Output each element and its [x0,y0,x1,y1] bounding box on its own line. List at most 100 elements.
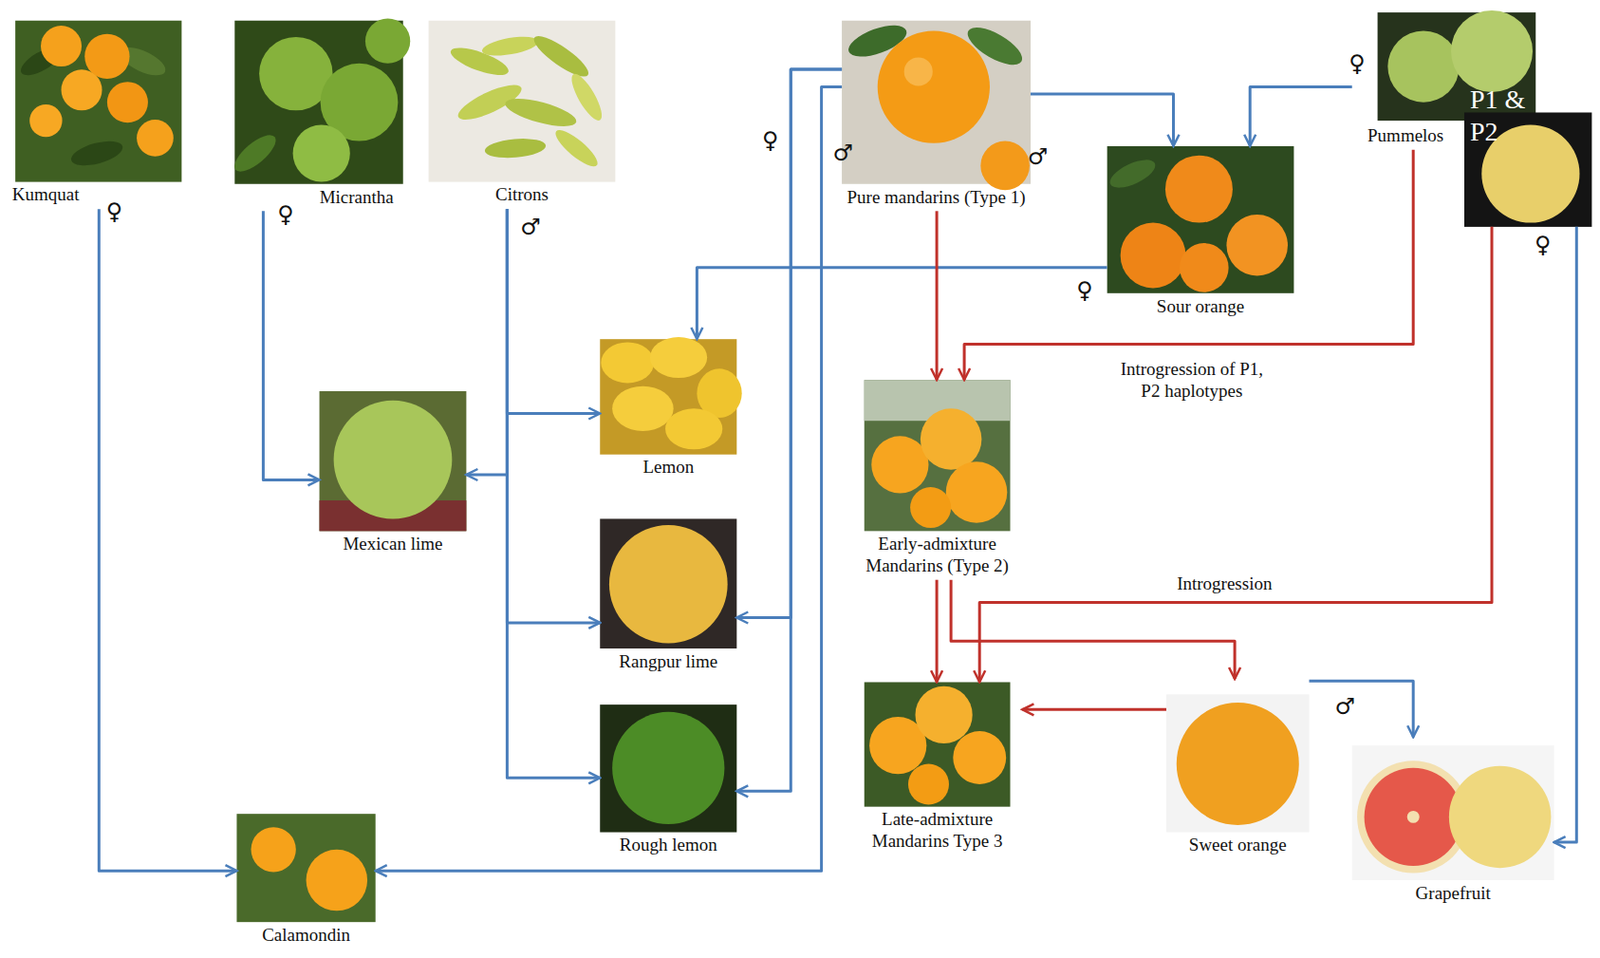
sex-symbol: ♂ [1027,145,1049,168]
sweet-orange-photo-shape [1166,693,1310,832]
fruit-name: Pure mandarins (Type 1) [841,186,1031,209]
sex-symbol: ♂ [832,141,854,165]
calamondin-photo-shape [251,826,297,872]
mandarin-photo-shape [980,141,1030,191]
late-mandarin-photo-shape [952,730,1006,784]
fruit-node: Grapefruit [1352,736,1555,907]
citron-photo-shape [428,20,616,183]
late-mandarin-photo-shape [915,686,973,744]
mandarin-photo-shape [877,30,990,143]
citron-photo-shape [529,30,594,83]
sex-symbol: ♀ [277,203,295,226]
lemon-photo [599,336,742,455]
rangpur-photo-shape [609,524,728,644]
parentage-arrow [1030,93,1174,147]
early-mandarin-photo-shape [864,379,1011,531]
fruit-name: Sour orange [1107,296,1295,318]
photo-overlay-node: P1 & P2 [1464,81,1592,227]
fruit-name: Micrantha [234,186,403,209]
citron-photo-shape [480,33,540,59]
grapefruit-photo-shape [1364,767,1463,866]
kumquat-photo-shape [84,34,130,79]
fruit-name: Grapefruit [1352,882,1555,905]
fruit-node: Early-admixture Mandarins (Type 2) [852,379,1024,580]
sex-symbol: ♀ [1534,233,1552,257]
fruit-node: Pure mandarins (Type 1) [841,20,1031,212]
grapefruit-photo [1352,744,1555,880]
parentage-arrow [696,267,1107,339]
rangpur-photo [599,518,737,649]
mexican-lime-photo-shape [334,400,453,520]
fruit-node: Pummelos [1352,12,1460,150]
micrantha-photo-shape [293,124,351,182]
sour-orange-photo-shape [1179,242,1229,293]
fruit-name: Kumquat [10,184,185,206]
sex-symbol: ♀ [106,200,124,224]
fruit-name: Sweet orange [1166,834,1310,856]
parentage-arrow [465,208,507,475]
grapefruit-photo-shape [1352,744,1555,880]
rough-lemon-photo-shape [612,711,725,824]
citron-photo-shape [566,70,608,125]
parentage-arrow [1249,86,1353,146]
sex-symbol: ♂ [1334,694,1356,718]
kumquat-photo [15,20,182,183]
parentage-arrow [736,69,842,791]
late-mandarin-photo-shape [864,681,1011,806]
rough-lemon-photo-shape [599,704,737,832]
pummelo-photo-shape [1387,30,1459,102]
introgression-arrow [964,149,1414,380]
parentage-arrow [1309,680,1414,737]
early-mandarin-photo [864,379,1011,531]
fruit-node: Sour orange [1107,146,1295,321]
sex-symbol: ♀ [1348,52,1366,75]
fruit-node: Citrons [428,20,616,210]
sweet-orange-photo [1166,693,1310,832]
fruit-name: Rough lemon [599,834,737,856]
mexican-lime-photo [319,390,467,531]
fruit-name: Lemon [599,456,737,479]
introgression-arrow [1022,707,1167,711]
early-mandarin-photo-shape [920,408,983,470]
sour-orange-photo-shape [1106,153,1160,193]
fruit-name: Citrons [428,184,616,206]
micrantha-photo-shape [365,18,410,64]
fruit-node: Micrantha [234,20,403,212]
kumquat-photo-shape [107,81,149,123]
fruit-name: Late-admixture Mandarins Type 3 [852,808,1024,853]
lemon-photo-shape [600,341,654,383]
early-mandarin-photo-shape [946,461,1008,523]
kumquat-photo-shape [29,104,62,137]
late-mandarin-photo [864,681,1011,806]
early-mandarin-photo-shape [871,435,929,493]
overlay-label: P1 & P2 [1464,81,1533,148]
lemon-photo-shape [665,408,723,449]
fruit-node: Sweet orange [1166,678,1310,859]
citron-photo [428,20,616,183]
edge-label: Introgression of P1, P2 haplotypes [1115,358,1269,403]
fruit-node: Mexican lime [319,390,467,559]
fruit-node: Calamondin [236,813,375,949]
kumquat-photo-shape [136,119,174,157]
sour-orange-photo-shape [1120,223,1187,289]
parentage-arrow [736,69,842,617]
parentage-arrow [98,208,237,871]
sex-symbol: ♀ [1076,279,1094,302]
pummelo-photo-shape [1451,10,1533,93]
sour-orange-photo-shape [1226,214,1288,277]
parentage-arrow [1554,226,1578,842]
fruit-name: Pummelos [1352,125,1460,148]
calamondin-photo-shape [236,813,375,922]
citron-photo-shape [502,93,579,132]
fruit-name: Calamondin [236,924,375,947]
rough-lemon-photo [599,704,737,832]
introgression-arrow [979,226,1492,683]
mexican-lime-photo-shape [319,390,467,531]
fruit-node: Late-admixture Mandarins Type 3 [852,681,1024,856]
grapefruit-photo-shape [1407,810,1420,823]
fruit-name: Early-admixture Mandarins (Type 2) [852,533,1024,577]
mandarin-photo-shape [904,56,933,86]
rangpur-photo-shape [599,518,737,649]
fruit-name: Rangpur lime [599,651,737,673]
